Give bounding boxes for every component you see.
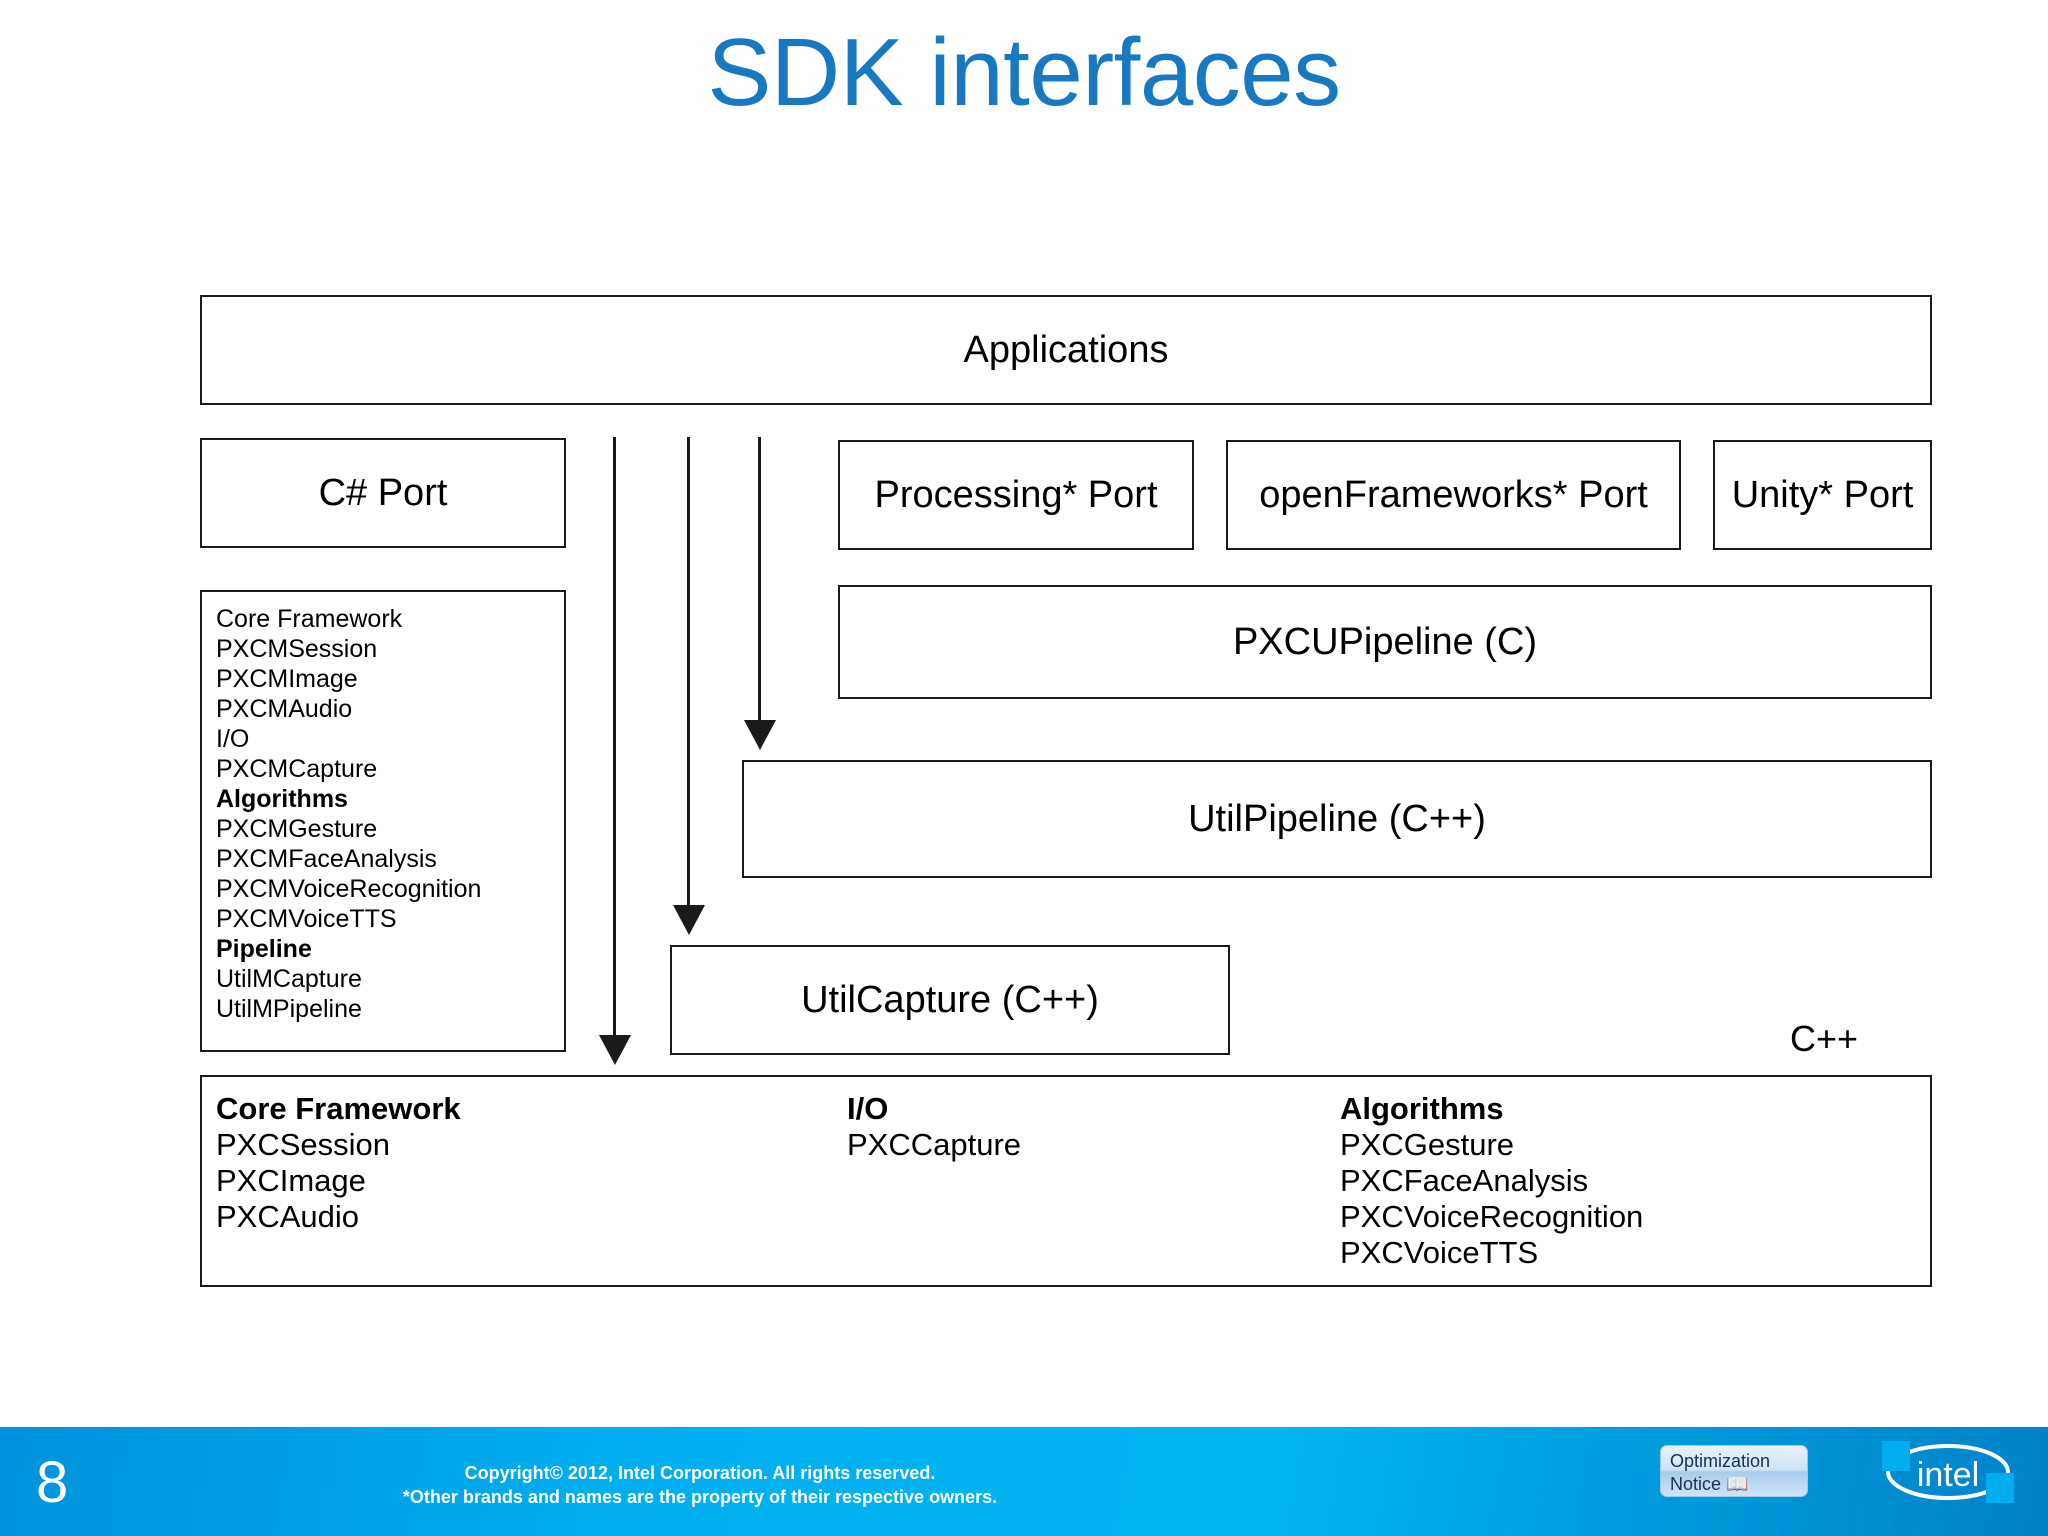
managed-list-row-5: PXCMCapture [216,755,378,783]
managed-list-row-3: PXCMAudio [216,695,353,723]
optimization-notice-line-2: Notice [1670,1474,1722,1494]
copyright-line-2: *Other brands and names are the property… [402,1487,998,1507]
utilcapture-label: UtilCapture (C++) [801,978,1099,1021]
managed-list-row-6: Algorithms [216,785,348,813]
processing-port-box: Processing* Port [838,440,1194,550]
native-io-row-1: PXCCapture [847,1127,1022,1162]
copyright-notice: Copyright© 2012, Intel Corporation. All … [0,1461,1400,1509]
managed-list-row-0: Core Framework [216,605,403,633]
cpp-layer-label: C++ [1790,1018,1859,1059]
book-icon: 📖 [1726,1474,1749,1494]
native-algo-row-0: Algorithms [1340,1091,1504,1126]
native-core-row-3: PXCAudio [216,1199,360,1234]
csharp-port-box: C# Port [200,438,566,548]
optimization-notice-line-1: Optimization [1670,1451,1771,1471]
managed-list-row-2: PXCMImage [216,665,358,693]
managed-list-row-4: I/O [216,725,250,753]
native-core-row-2: PXCImage [216,1163,366,1198]
native-algo-row-1: PXCGesture [1340,1127,1515,1162]
page-title: SDK interfaces [707,19,1341,126]
applications-box: Applications [200,295,1932,405]
arrow-head [599,1035,631,1065]
pxcupipeline-label: PXCUPipeline (C) [1232,620,1538,663]
arrow-head [744,720,776,750]
utilpipeline-label: UtilPipeline (C++) [1188,797,1486,840]
managed-list-row-1: PXCMSession [216,635,378,663]
openframeworks-port-box: openFrameworks* Port [1226,440,1681,550]
optimization-notice-line-2-row: Notice📖 [1670,1473,1807,1496]
managed-list-row-11: Pipeline [216,935,312,963]
unity-port-box: Unity* Port [1713,440,1932,550]
page-number: 8 [36,1450,69,1515]
pxcupipeline-box: PXCUPipeline (C) [838,585,1932,699]
copyright-line-1: Copyright© 2012, Intel Corporation. All … [464,1463,936,1483]
unity-port-label: Unity* Port [1731,473,1914,516]
openframeworks-port-label: openFrameworks* Port [1259,473,1648,516]
processing-port-label: Processing* Port [874,473,1158,516]
managed-list-row-13: UtilMPipeline [216,995,362,1023]
svg-text:intel: intel [1917,1456,1979,1494]
native-algo-row-4: PXCVoiceTTS [1340,1235,1539,1270]
native-algo-row-3: PXCVoiceRecognition [1340,1199,1644,1234]
managed-list-row-8: PXCMFaceAnalysis [216,845,437,873]
utilpipeline-box: UtilPipeline (C++) [742,760,1932,878]
applications-label: Applications [963,328,1169,371]
csharp-port-label: C# Port [318,471,448,514]
intel-logo: intel [1882,1441,2014,1503]
footer-bar: 8 Copyright© 2012, Intel Corporation. Al… [0,1427,2048,1536]
native-core-row-1: PXCSession [216,1127,391,1162]
managed-list-row-10: PXCMVoiceTTS [216,905,397,933]
utilcapture-box: UtilCapture (C++) [670,945,1230,1055]
arrow-shaft [687,437,690,907]
native-core-row-0: Core Framework [216,1091,461,1126]
managed-list-row-9: PXCMVoiceRecognition [216,875,482,903]
arrow-head [673,905,705,935]
managed-list-row-12: UtilMCapture [216,965,362,993]
arrow-shaft [613,437,616,1037]
managed-list-row-7: PXCMGesture [216,815,378,843]
optimization-notice-button[interactable]: Optimization Notice📖 [1660,1445,1808,1497]
native-algo-row-2: PXCFaceAnalysis [1340,1163,1589,1198]
arrow-shaft [758,437,761,722]
native-io-row-0: I/O [847,1091,889,1126]
